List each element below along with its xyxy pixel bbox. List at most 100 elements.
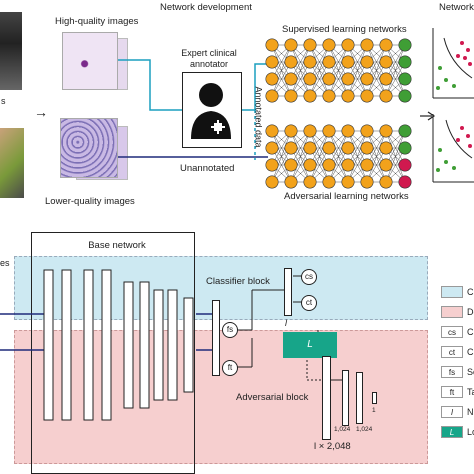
network-node — [360, 124, 374, 138]
annotated-data-label: Annotated data — [253, 86, 264, 148]
network-node — [322, 72, 336, 86]
adv-layer-1 — [372, 392, 377, 404]
network-node — [379, 124, 393, 138]
network-node — [398, 89, 412, 103]
network-node — [379, 175, 393, 189]
dim-1-label: 1 — [372, 407, 376, 414]
legend-text: Ta — [467, 387, 474, 397]
network-node — [303, 89, 317, 103]
network-node — [322, 55, 336, 69]
network-node — [265, 124, 279, 138]
cropped-left-label-bottom: es — [0, 258, 10, 268]
ft-circle: ft — [222, 360, 238, 376]
legend-swatch: cs — [441, 326, 463, 338]
network-node — [341, 72, 355, 86]
annotator-label-line1: Expert clinical — [181, 48, 237, 58]
annotator-box — [182, 72, 242, 148]
network-node — [265, 55, 279, 69]
network-node — [360, 72, 374, 86]
supervised-networks-label: Supervised learning networks — [282, 24, 407, 35]
legend-item: l Nl — [441, 406, 474, 420]
ct-circle: ct — [301, 295, 317, 311]
network-node — [322, 38, 336, 52]
network-node — [398, 124, 412, 138]
network-node — [265, 175, 279, 189]
network-node — [379, 89, 393, 103]
network-node — [303, 38, 317, 52]
arrow-right-icon: → — [34, 104, 48, 120]
legend-swatch — [441, 306, 463, 318]
network-node — [284, 124, 298, 138]
network-node — [398, 55, 412, 69]
network-node — [303, 124, 317, 138]
slash-label: l — [285, 318, 287, 328]
fs-circle: fs — [222, 322, 238, 338]
legend-item: L Lo — [441, 426, 474, 440]
top-connectors — [118, 59, 436, 160]
network-node — [379, 55, 393, 69]
adversarial-network-graphic — [265, 124, 412, 189]
adversarial-block-label: Adversarial block — [236, 392, 309, 403]
base-layer — [43, 269, 54, 421]
network-node — [360, 55, 374, 69]
network-node — [322, 175, 336, 189]
legend-swatch: L — [441, 426, 463, 438]
legend-swatch: fs — [441, 366, 463, 378]
network-node — [360, 38, 374, 52]
network-node — [379, 158, 393, 172]
scatter-thumbnail-adversarial — [432, 114, 474, 183]
legend-item: fs So — [441, 366, 474, 380]
classifier-block-label: Classifier block — [206, 276, 270, 287]
base-network-label: Base network — [88, 240, 146, 251]
unannotated-label: Unannotated — [180, 163, 235, 174]
smartphone-photo — [0, 128, 24, 198]
legend-item: Cl — [441, 286, 474, 300]
high-quality-images-label: High-quality images — [55, 16, 139, 27]
network-node — [303, 175, 317, 189]
legend-text: Lo — [467, 427, 474, 437]
legend-text: Nl — [467, 407, 474, 417]
base-layer — [123, 281, 134, 409]
annotator-label-line2: annotator — [189, 59, 229, 69]
network-node — [341, 38, 355, 52]
network-node — [322, 124, 336, 138]
network-node — [341, 124, 355, 138]
base-layer — [101, 269, 112, 421]
legend-item: Do — [441, 306, 474, 320]
network-node — [360, 158, 374, 172]
legend-item: cs Cl — [441, 326, 474, 340]
network-node — [341, 141, 355, 155]
network-node — [322, 141, 336, 155]
adv-layer-main — [322, 356, 331, 440]
legend-swatch: ft — [441, 386, 463, 398]
adv-output-label: l × 2,048 — [314, 441, 351, 452]
legend-text: So — [467, 367, 474, 377]
dim-1024-a-label: 1,024 — [334, 426, 351, 433]
base-layer — [139, 281, 150, 409]
network-node — [322, 158, 336, 172]
network-node — [265, 72, 279, 86]
network-node — [284, 38, 298, 52]
network-node — [379, 38, 393, 52]
legend-text: Cl — [467, 327, 474, 337]
network-node — [379, 72, 393, 86]
legend-swatch — [441, 286, 463, 298]
network-node — [398, 158, 412, 172]
network-node — [284, 158, 298, 172]
cropped-left-label-top: s — [1, 96, 6, 106]
network-node — [284, 72, 298, 86]
lower-quality-images-label: Lower-quality images — [45, 196, 135, 207]
legend-item: ctCl — [441, 346, 474, 360]
network-heading-cropped: Network — [439, 2, 474, 13]
classifier-region — [14, 256, 428, 320]
legend-swatch: l — [441, 406, 463, 418]
legend-text: Cl — [467, 287, 474, 297]
network-node — [303, 158, 317, 172]
legend-text: Cl — [467, 347, 474, 357]
network-node — [303, 141, 317, 155]
microscope-photo — [0, 12, 22, 90]
network-node — [265, 158, 279, 172]
base-layer — [61, 269, 72, 421]
base-layer — [153, 289, 164, 401]
network-node — [284, 141, 298, 155]
